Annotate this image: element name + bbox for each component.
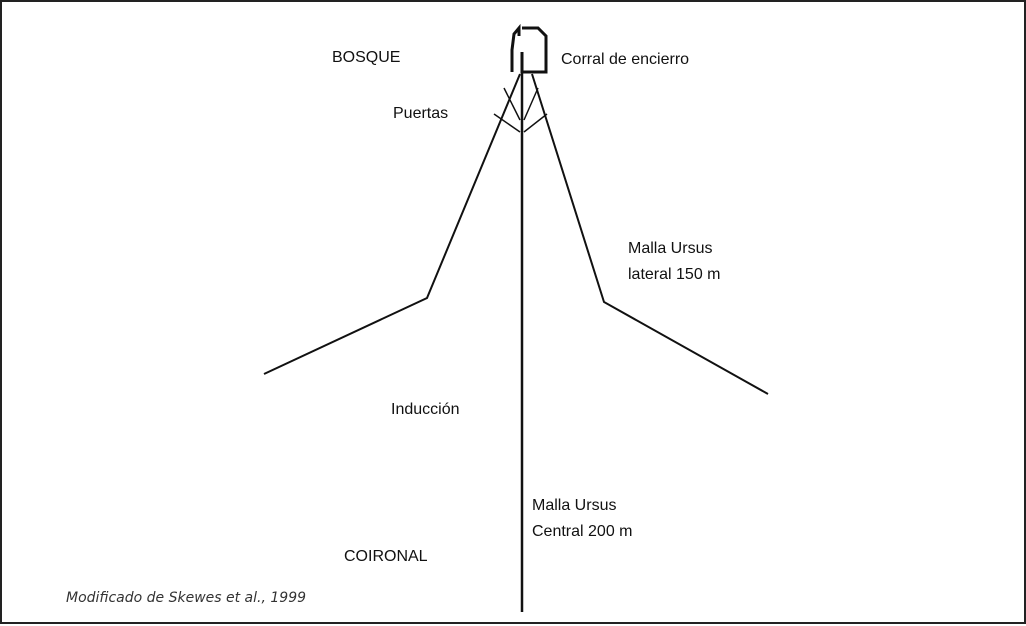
lateral-fence-label: Malla Ursus lateral 150 m	[628, 236, 721, 288]
left-wing-fence-line	[263, 73, 521, 375]
corral-enclosure-shape	[510, 23, 548, 74]
central-fence-label: Malla Ursus Central 200 m	[532, 493, 633, 545]
lateral-fence-label-line2: lateral 150 m	[628, 266, 721, 283]
puertas-label: Puertas	[393, 105, 449, 122]
right-wing-fence-line	[531, 73, 769, 395]
lateral-fence-label-line1: Malla Ursus	[628, 240, 713, 257]
coironal-label: COIRONAL	[344, 548, 428, 565]
doors-shape	[493, 87, 548, 133]
corral-label: Corral de encierro	[561, 51, 690, 68]
induccion-label: Inducción	[391, 401, 460, 418]
central-fence-label-line2: Central 200 m	[532, 523, 633, 540]
bosque-label: BOSQUE	[332, 49, 401, 66]
central-fence-label-line1: Malla Ursus	[532, 497, 617, 514]
source-caption: Modificado de Skewes et al., 1999	[66, 590, 307, 606]
